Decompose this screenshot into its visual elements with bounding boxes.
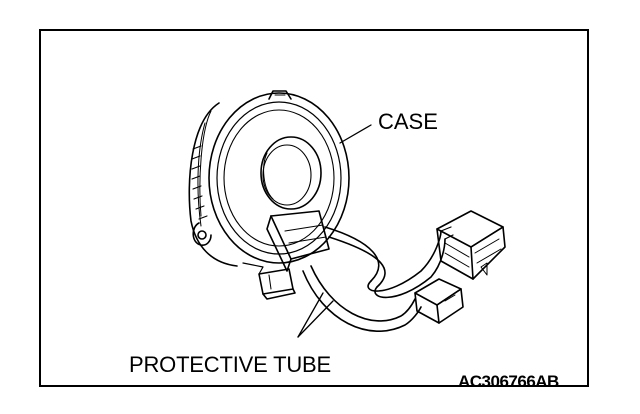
clock-spring-illustration <box>188 90 506 338</box>
case-label: CASE <box>378 109 438 134</box>
case-leader <box>339 124 372 144</box>
lower-connector-housing <box>266 210 330 272</box>
protective-tube-label: PROTECTIVE TUBE <box>129 352 331 377</box>
figure-code-label: AC306766AB <box>458 372 559 391</box>
case-face <box>208 92 350 264</box>
upper-harness <box>324 210 506 299</box>
tube-leader-1 <box>297 292 324 338</box>
case-body <box>188 90 292 267</box>
bottom-connector <box>242 262 296 300</box>
leader-lines <box>297 124 372 338</box>
lower-harness <box>302 265 464 333</box>
figure-frame: CASE PROTECTIVE TUBE AC306766AB <box>39 29 589 391</box>
tube-leader-2 <box>297 300 334 338</box>
